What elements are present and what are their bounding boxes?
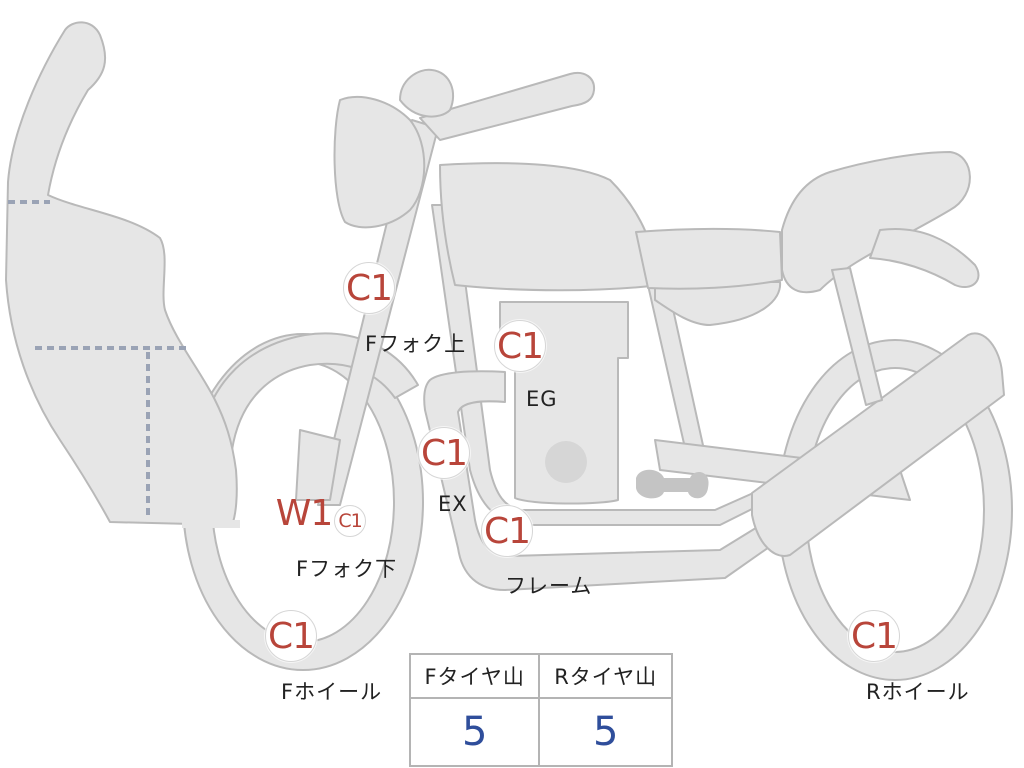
rear-shock-strut [831,267,883,406]
rear-exhaust-can [751,332,1005,557]
engine-badge[interactable]: C1 [494,320,546,372]
fork-lower-label: Fフォク下 [296,557,398,581]
fork-upper-badge[interactable]: C1 [343,262,395,314]
fork-lower-w-badge[interactable]: W1 [275,492,334,534]
footrest [636,469,709,499]
fairing-panel-lines [8,200,190,518]
rear-wheel-badge[interactable]: C1 [848,610,900,662]
fork-upper-label: Fフォク上 [365,332,467,356]
front-fairing [5,21,238,526]
exhaust-badge[interactable]: C1 [418,427,470,479]
front-tread-header: Fタイヤ山 [408,653,541,699]
tail-cowl [781,151,971,294]
tire-tread-table: Fタイヤ山 Rタイヤ山 5 5 [408,653,673,767]
fork-lower-c-badge[interactable]: C1 [334,505,366,537]
headlight [333,95,426,229]
side-cover [654,281,782,326]
fuel-tank [439,162,661,292]
tread-value-row: 5 5 [408,697,673,767]
tail-light [869,228,980,288]
rear-tread-value[interactable]: 5 [538,697,673,767]
seat [635,228,783,290]
frame-badge[interactable]: C1 [481,505,533,557]
frame-label: フレーム [505,574,593,598]
front-wheel-badge[interactable]: C1 [265,610,317,662]
fairing-lower [182,520,240,528]
front-wheel-label: Fホイール [281,680,383,704]
exhaust-label: EX [438,492,468,516]
front-fork-lower [295,429,341,501]
tread-header-row: Fタイヤ山 Rタイヤ山 [408,653,673,699]
handlebar [419,72,596,141]
rear-wheel-label: Rホイール [866,680,970,704]
mirror [399,68,455,118]
front-tread-value[interactable]: 5 [408,697,541,767]
rear-tread-header: Rタイヤ山 [538,653,673,699]
engine-label: EG [526,387,558,411]
engine-cover [545,441,587,483]
